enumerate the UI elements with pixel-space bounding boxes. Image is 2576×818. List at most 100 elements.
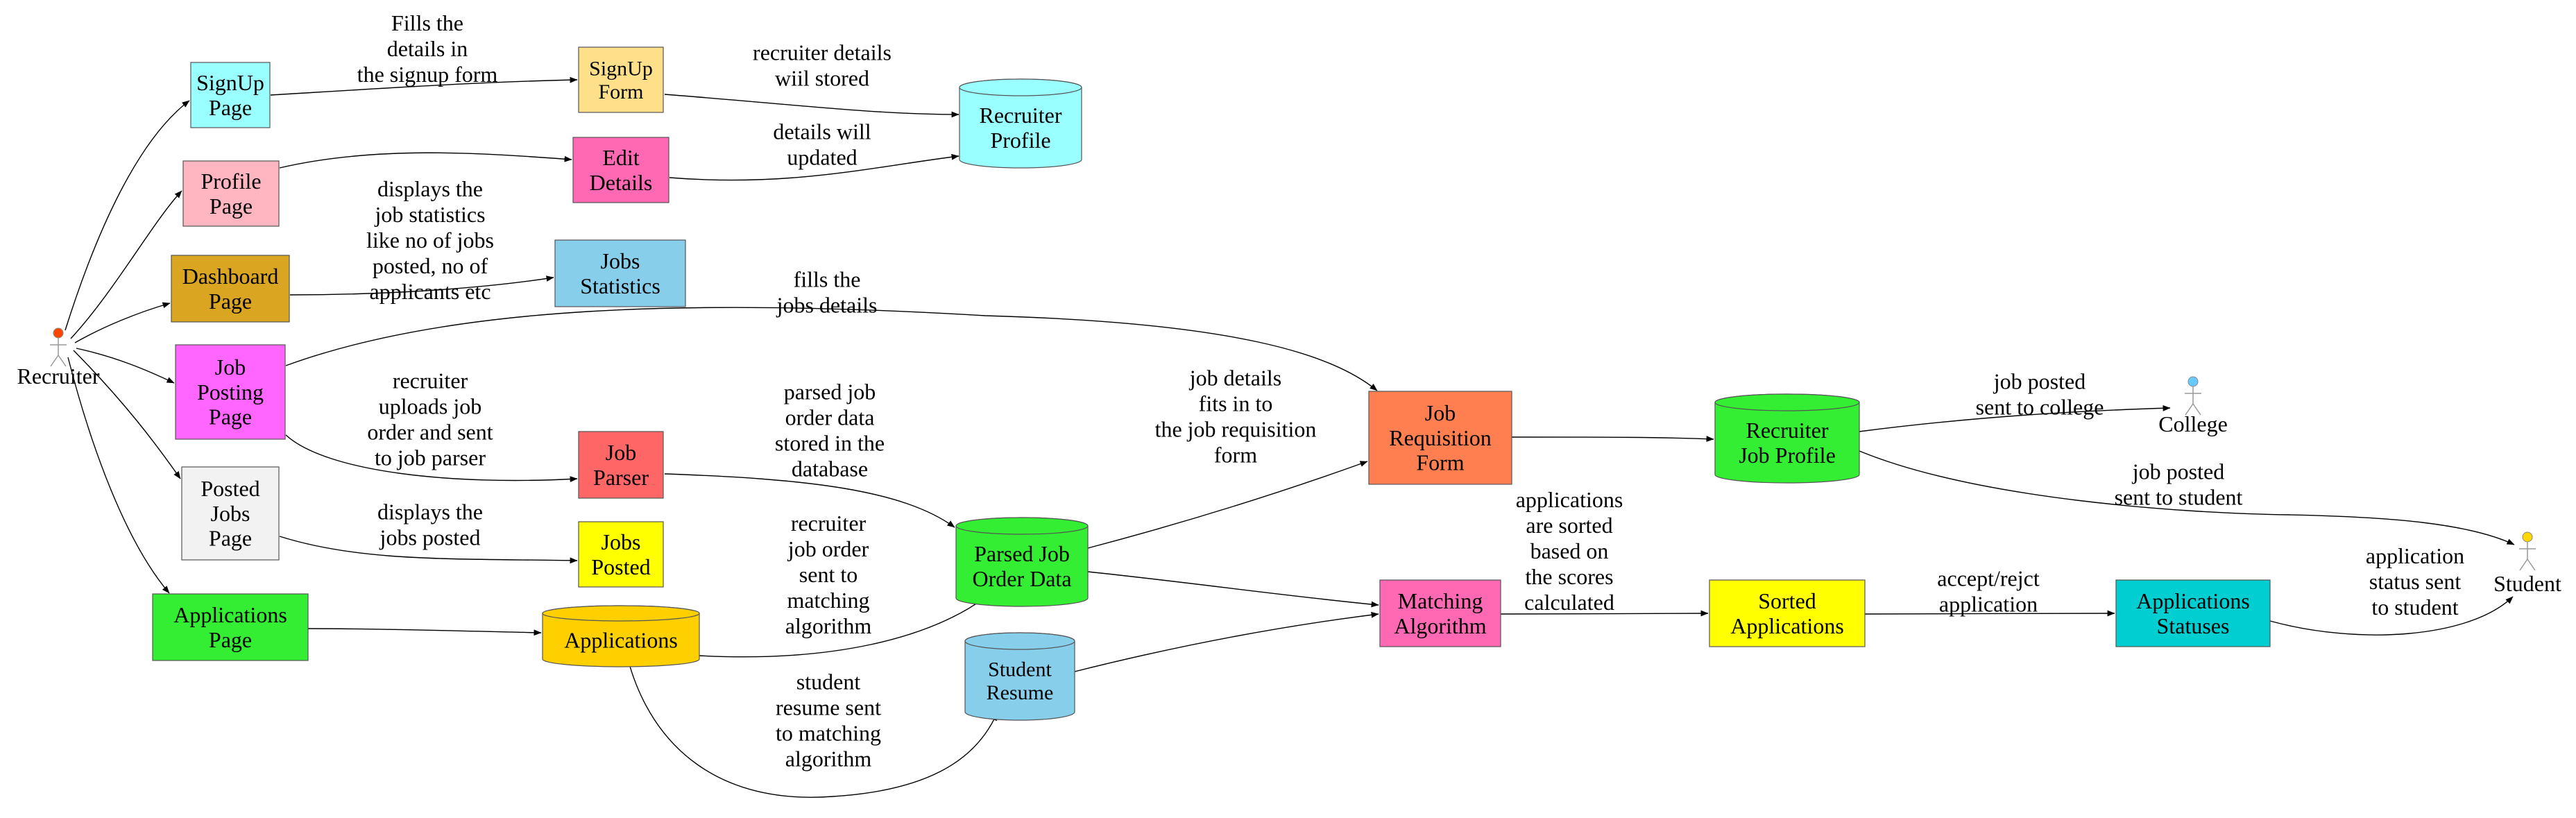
node-shape [152, 593, 309, 661]
node-label: Posted [201, 476, 259, 501]
database-top [964, 632, 1075, 650]
node-label: SignUp [589, 57, 653, 80]
node-label: Form [598, 80, 643, 103]
node-shape [1379, 579, 1501, 647]
node-label: Job [215, 355, 246, 380]
edge-label-line: uploads job [379, 393, 481, 418]
college-actor-label: College [2158, 411, 2228, 436]
flow-arrow [70, 190, 182, 339]
student-actor-icon: Student [2493, 531, 2561, 596]
actor-leg [2527, 559, 2536, 571]
edge-label-line: jobs details [776, 292, 878, 317]
edge-label-line: fits in to [1199, 391, 1273, 416]
node-label: Parsed Job [974, 541, 1070, 566]
node-label: Posted [591, 554, 650, 579]
node-shape [181, 466, 280, 561]
node-shape [182, 160, 280, 227]
node-label: Edit [602, 145, 639, 170]
actor-head [2522, 531, 2533, 543]
flow-arrow [74, 302, 171, 343]
flow-arrow [1511, 436, 1714, 442]
edge-label-line: form [1214, 442, 1257, 467]
edge-label-line: updated [787, 144, 857, 169]
node-shape [171, 255, 290, 323]
node-label: Recruiter [979, 103, 1061, 128]
edge-label-line: sent to student [2115, 484, 2243, 509]
node-shape [554, 239, 686, 307]
node-label: Student [988, 658, 1052, 681]
applications-db-database: Applications [542, 605, 700, 667]
edge-label-line: resume sent [776, 695, 881, 719]
edge-label-line: order and sent [367, 419, 493, 444]
actor-leg [2185, 403, 2194, 416]
edge-label-line: Fills the [391, 10, 463, 35]
edge-label-line: details will [773, 119, 871, 144]
flow-arrow [270, 76, 578, 96]
edge-label-line: the signup form [357, 62, 498, 87]
node-shape [572, 137, 669, 203]
edge-label-line: order data [785, 404, 875, 429]
edge-label-line: job posted [1993, 368, 2085, 393]
edge-label-line: recruiter details [753, 40, 892, 65]
actor-leg [2519, 559, 2528, 571]
flow-arrow [1074, 611, 1379, 672]
node-label: Page [209, 526, 252, 551]
edge-label-line: accept/rejct [1937, 565, 2040, 590]
edge-label-line: recruiter [791, 511, 867, 536]
edge-label-line: job order [787, 536, 869, 561]
node-shape [578, 521, 664, 588]
edge-label-line: are sorted [1526, 513, 1612, 538]
edge-label-line: posted, no of [373, 253, 488, 278]
flow-arrow [279, 152, 572, 169]
node-label: Applications [564, 627, 678, 652]
edge-label-line: to student [2371, 595, 2458, 620]
node-shape [190, 62, 271, 128]
node-label: Dashboard [182, 264, 279, 289]
node-shape [578, 46, 664, 113]
edge-label-line: job statistics [374, 202, 485, 227]
edge-label-line: database [792, 456, 868, 481]
edge-label-line: algorithm [785, 746, 872, 771]
edge-label-line: job posted [2132, 459, 2224, 484]
node-label: Page [209, 627, 252, 652]
edge-label-line: applicants etc [369, 279, 491, 304]
edge-label-line: algorithm [785, 613, 872, 638]
flow-arrow [1500, 610, 1709, 617]
flow-arrow [699, 596, 987, 658]
edge-label-line: job details [1189, 365, 1281, 390]
node-label: Statuses [2157, 613, 2230, 638]
flow-arrow [627, 658, 998, 798]
edge-label-line: sent to [799, 562, 858, 587]
edge-label-line: application [1939, 591, 2038, 616]
actor-head [2187, 376, 2199, 387]
actor-leg [2192, 403, 2201, 416]
edge-label-line: status sent [2369, 569, 2462, 594]
edge-label-line: stored in the [775, 430, 885, 455]
flow-arrow [664, 94, 959, 118]
node-shape [578, 431, 664, 499]
flow-arrow [289, 275, 554, 296]
edge-label-line: parsed job [784, 379, 876, 404]
flow-arrow [2269, 596, 2514, 636]
node-label: Applications [2136, 588, 2250, 613]
node-label: Profile [990, 128, 1050, 153]
node-label: Jobs [602, 529, 641, 554]
database-top [1714, 393, 1860, 411]
